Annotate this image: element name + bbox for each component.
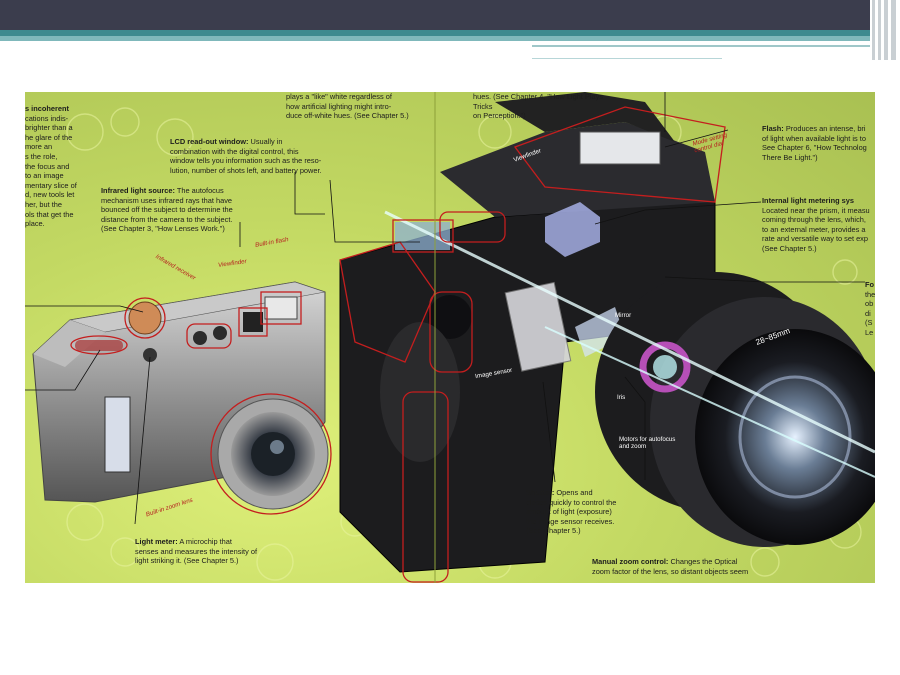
annotation-focus: Fo the ob di (S Le bbox=[865, 280, 875, 338]
annotation-body: closes quickly to control the amount of … bbox=[526, 497, 617, 536]
annotation-shutter: Shutter: Opens and closes quickly to con… bbox=[526, 488, 636, 536]
annotation-light-meter: Light meter: A microchip that senses and… bbox=[135, 537, 275, 566]
compact-camera bbox=[32, 281, 329, 510]
annotation-title: Shutter: bbox=[526, 488, 555, 497]
annotation-body: cations indis- brighter than a he glare … bbox=[25, 113, 77, 229]
annotation-title: Light meter: bbox=[135, 537, 178, 546]
annotation-body: senses and measures the intensity of lig… bbox=[135, 546, 258, 566]
annotation-body: hues. (See Chapter 4, "How Light Plays T… bbox=[473, 92, 603, 121]
annotation-perception: hues. (See Chapter 4, "How Light Plays T… bbox=[473, 92, 623, 121]
annotation-flash: Flash: Produces an intense, bri of light… bbox=[762, 124, 875, 162]
annotation-body-first: A microchip that bbox=[179, 537, 232, 546]
annotation-light-metering: Internal light metering sys Located near… bbox=[762, 196, 875, 254]
annotation-manual-zoom: Manual zoom control: Changes the Optical… bbox=[592, 557, 832, 576]
annotation-body: the ob di (S Le bbox=[865, 289, 875, 337]
edge-decoration bbox=[870, 0, 900, 60]
annotation-body: mechanism uses infrared rays that have b… bbox=[101, 195, 233, 234]
header-accent-teal bbox=[0, 30, 870, 36]
annotation-body: zoom factor of the lens, so distant obje… bbox=[592, 566, 749, 576]
header-accent-light bbox=[0, 36, 870, 41]
camera-illustration bbox=[25, 92, 875, 583]
annotation-body: Usually in combination with the digital … bbox=[170, 137, 322, 175]
annotation-body-first: Produces an intense, bri bbox=[785, 124, 866, 133]
leader-lines bbox=[25, 92, 865, 525]
annotation-top-text: plays a "like" white regardless of how a… bbox=[286, 92, 436, 121]
annotation-title: Fo bbox=[865, 280, 875, 289]
dslr-camera bbox=[339, 92, 716, 573]
dslr-red-outlines bbox=[339, 106, 726, 583]
accent-line bbox=[532, 58, 722, 59]
compact-red-outlines bbox=[70, 291, 332, 515]
annotation-title: Infrared light source: bbox=[101, 186, 175, 195]
annotation-body: plays a "like" white regardless of how a… bbox=[286, 92, 409, 121]
dslr-lens bbox=[384, 210, 875, 547]
annotation-body-first: Changes the Optical bbox=[670, 557, 738, 566]
annotation-title: s incoherent bbox=[25, 104, 69, 113]
annotation-title: LCD read-out window: bbox=[170, 137, 249, 146]
annotation-title: Internal light metering sys bbox=[762, 196, 854, 205]
camera-anatomy-image: s incoherent cations indis- brighter tha… bbox=[25, 92, 875, 583]
annotation-body: Located near the prism, it measu coming … bbox=[762, 205, 870, 253]
annotation-body-first: Opens and bbox=[556, 488, 593, 497]
annotation-title: Flash: bbox=[762, 124, 784, 133]
accent-line bbox=[532, 45, 870, 47]
label-mirror: Mirror bbox=[615, 312, 632, 319]
annotation-infrared: Infrared light source: The autofocus mec… bbox=[101, 186, 281, 234]
annotation-incoherent: s incoherent cations indis- brighter tha… bbox=[25, 104, 83, 229]
label-motors: Motors for autofocus and zoom bbox=[619, 436, 676, 450]
annotation-body: of light when available light is to See … bbox=[762, 133, 867, 162]
label-iris: Iris bbox=[617, 394, 626, 401]
annotation-title-2: The autofocus bbox=[176, 186, 224, 195]
annotation-title: Manual zoom control: bbox=[592, 557, 669, 566]
annotation-lcd: LCD read-out window: Usually in combinat… bbox=[170, 137, 375, 175]
header-bar bbox=[0, 0, 870, 30]
